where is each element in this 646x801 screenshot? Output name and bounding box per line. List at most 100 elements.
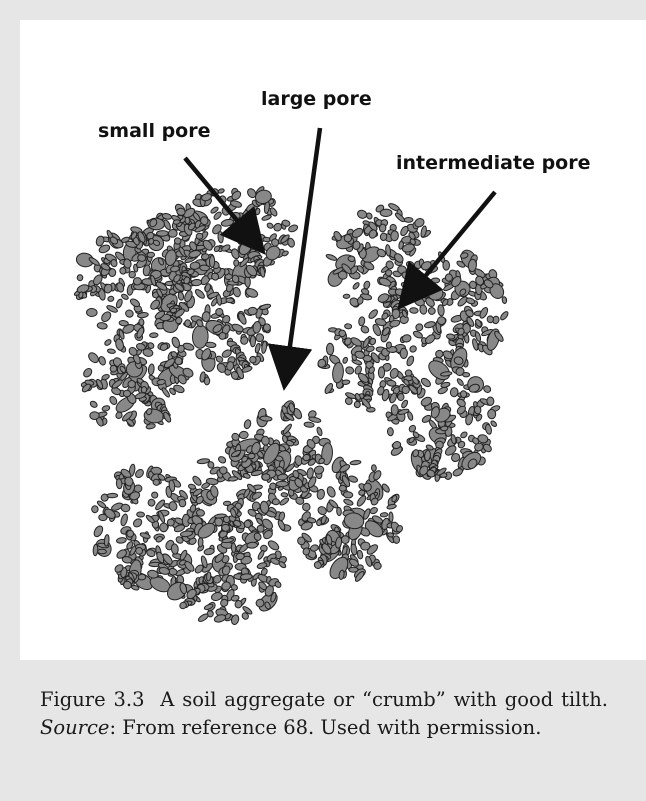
soil-particle <box>487 397 494 406</box>
soil-particle <box>92 506 99 513</box>
soil-particle <box>119 320 129 326</box>
soil-particle <box>250 356 256 363</box>
soil-particle <box>261 436 270 446</box>
soil-particle <box>387 532 394 537</box>
soil-particle <box>502 296 507 303</box>
soil-particle <box>194 288 206 300</box>
soil-particle <box>210 256 215 268</box>
soil-particle <box>313 465 325 475</box>
soil-particle <box>125 309 135 318</box>
soil-particle <box>243 473 251 480</box>
soil-particle <box>156 230 168 236</box>
soil-particle <box>231 543 236 553</box>
soil-particle <box>354 401 360 407</box>
soil-particle <box>316 505 327 516</box>
soil-particle <box>349 567 358 572</box>
soil-particle <box>134 468 145 479</box>
soil-particle <box>356 494 368 507</box>
soil-particle <box>178 292 185 301</box>
soil-particle <box>205 342 216 348</box>
soil-particle <box>259 303 271 310</box>
soil-particle <box>358 490 365 496</box>
soil-particle <box>151 491 159 499</box>
soil-particle <box>357 550 364 559</box>
soil-particle <box>302 454 310 462</box>
soil-particle <box>302 503 310 511</box>
soil-particle <box>137 512 145 518</box>
soil-particle <box>184 320 190 327</box>
soil-particle <box>196 233 203 239</box>
soil-particle <box>409 345 418 354</box>
soil-particle <box>266 222 274 229</box>
soil-particle <box>404 217 413 222</box>
soil-particle <box>222 524 230 531</box>
soil-particle <box>363 280 371 289</box>
soil-particle <box>93 544 98 556</box>
soil-particle <box>456 378 464 387</box>
soil-particle <box>402 334 412 343</box>
soil-particle <box>343 498 354 506</box>
soil-particle <box>342 380 350 385</box>
soil-particle <box>87 351 101 365</box>
soil-particle <box>97 322 108 330</box>
soil-particle <box>460 431 469 439</box>
soil-particle <box>107 493 118 498</box>
soil-particle <box>202 311 211 321</box>
soil-particle <box>140 532 151 540</box>
soil-particle <box>391 405 398 416</box>
small-pore-label: small pore <box>98 120 210 142</box>
soil-particle <box>350 460 361 465</box>
soil-particle <box>485 424 493 435</box>
soil-particle <box>380 512 388 517</box>
soil-particle <box>465 297 475 305</box>
soil-particle <box>250 225 258 235</box>
soil-particle <box>446 334 455 340</box>
figure-caption: Figure 3.3 A soil aggregate or “crumb” w… <box>40 686 608 742</box>
soil-particle <box>487 315 495 323</box>
soil-particle <box>248 307 258 315</box>
soil-particle <box>204 548 215 556</box>
soil-particle <box>371 465 376 472</box>
soil-particle <box>101 405 110 412</box>
soil-particle <box>138 574 146 580</box>
soil-particle <box>428 307 436 315</box>
soil-particle <box>397 393 404 400</box>
soil-particle <box>171 544 179 555</box>
soil-particle <box>389 512 393 522</box>
soil-particle <box>378 367 384 378</box>
soil-particle <box>380 233 387 241</box>
soil-particle <box>267 539 281 552</box>
soil-particle <box>279 497 290 507</box>
soil-particle <box>147 252 155 258</box>
soil-particle <box>104 338 112 346</box>
soil-particle <box>385 244 391 256</box>
soil-particle <box>262 474 270 481</box>
soil-particle <box>352 282 360 291</box>
soil-particle <box>431 278 440 283</box>
soil-particle <box>108 395 118 406</box>
soil-particle <box>437 317 445 325</box>
soil-aggregate-diagram <box>20 20 646 660</box>
soil-particle <box>247 542 258 549</box>
soil-particle <box>98 549 107 554</box>
soil-particle <box>141 386 147 393</box>
soil-particle <box>90 412 99 420</box>
soil-particle <box>316 427 323 437</box>
soil-particle <box>120 513 129 526</box>
soil-particle <box>386 342 392 349</box>
soil-particle <box>121 504 131 513</box>
soil-particle <box>133 277 141 285</box>
soil-particle <box>374 562 382 569</box>
soil-particle <box>272 499 279 505</box>
soil-particle <box>226 298 234 303</box>
soil-particle <box>148 364 155 375</box>
soil-particle <box>325 253 337 261</box>
soil-particle <box>350 544 357 556</box>
soil-particle <box>400 348 407 358</box>
soil-particle <box>499 310 509 321</box>
soil-particle <box>277 519 286 531</box>
soil-particle <box>326 343 333 355</box>
soil-particle <box>185 217 190 224</box>
soil-particle <box>173 219 180 224</box>
soil-particle <box>150 333 159 338</box>
